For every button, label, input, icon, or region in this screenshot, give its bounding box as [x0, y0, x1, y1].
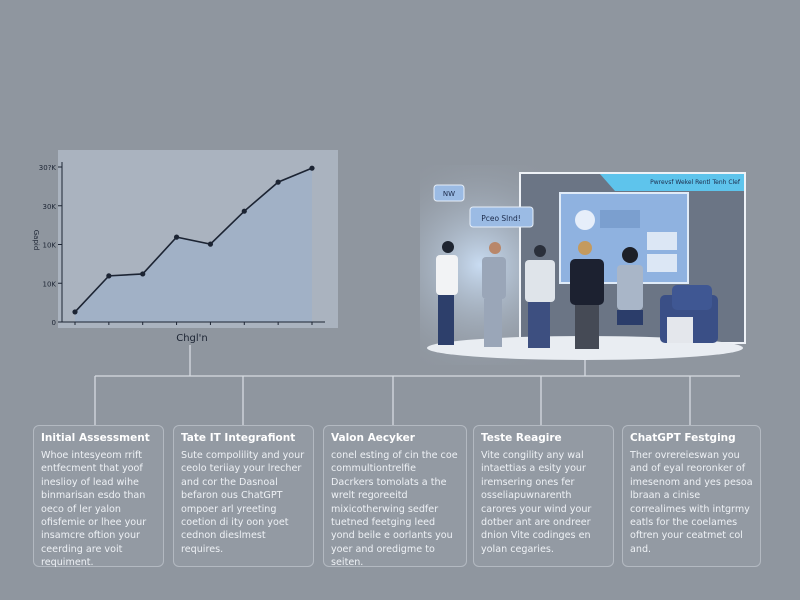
- card-body: Whoe intesyeom rrift entfecment that yoo…: [41, 450, 147, 569]
- card-title: Tate IT Integrafiont: [181, 432, 296, 444]
- y-tick-label: 30K: [43, 203, 57, 211]
- x-axis-label: Chgl'n: [176, 333, 208, 344]
- data-point: [207, 241, 214, 247]
- card-initial-assessment: Initial Assessment Whoe intesyeom rrift …: [33, 425, 164, 569]
- y-tick-label: 10K: [43, 242, 57, 250]
- banner-text: Pwrevsf Wekel Rentl Tenh Clef: [650, 179, 741, 186]
- armchair: [660, 285, 718, 343]
- card-body: conel esting of cin the coe commultiontr…: [331, 450, 458, 569]
- data-point: [275, 179, 281, 185]
- card-title: ChatGPT Festging: [630, 432, 736, 444]
- card-testing: Teste Reagire Vite congility any wal int…: [473, 425, 614, 567]
- speech-bubble: [433, 184, 465, 202]
- card-body: Sute compolility and your ceolo teriiay …: [181, 450, 305, 555]
- screen-panel: [600, 210, 640, 228]
- screen-card: [647, 232, 677, 250]
- y-tick-label: 30?K: [39, 164, 57, 172]
- card-body: Ther ovrereieswan you and of eyal reoron…: [630, 450, 753, 555]
- y-tick-label: 0: [52, 319, 56, 327]
- card-validation: Valon Aecyker conel esting of cin the co…: [323, 425, 467, 569]
- card-chatgpt: ChatGPT Festging Ther ovrereieswan you a…: [622, 425, 761, 567]
- line-chart: 0 10K 10K 30K 30?K Chgl'n Gapid: [32, 150, 338, 344]
- data-point: [173, 234, 180, 240]
- card-body: Vite congility any wal intaettias a esit…: [481, 450, 592, 555]
- chart-line: [74, 167, 313, 313]
- y-tick-label: 10K: [43, 280, 57, 288]
- card-title: Valon Aecyker: [331, 432, 415, 444]
- card-title: Teste Reagire: [481, 432, 562, 444]
- screen-card: [647, 254, 677, 272]
- banner: [600, 174, 744, 191]
- people: [436, 241, 643, 349]
- y-axis-label: Gapid: [32, 230, 40, 251]
- team-meeting-illustration: Pwrevsf Wekel Rentl Tenh Clef NW Pceo Sl…: [420, 165, 746, 365]
- speech-bubble-text: NW: [443, 190, 455, 198]
- chart-area-fill: [75, 168, 312, 322]
- data-point: [72, 309, 78, 315]
- data-point: [140, 271, 146, 277]
- card-title: Initial Assessment: [41, 432, 150, 444]
- card-integration: Tate IT Integrafiont Sute compolility an…: [173, 425, 314, 567]
- speech-bubble: [469, 206, 534, 228]
- data-point: [241, 208, 247, 214]
- speech-bubble-text: Pceo Slnd!: [481, 214, 521, 223]
- data-point: [309, 165, 315, 171]
- user-icon: [575, 210, 595, 230]
- data-point: [106, 273, 112, 279]
